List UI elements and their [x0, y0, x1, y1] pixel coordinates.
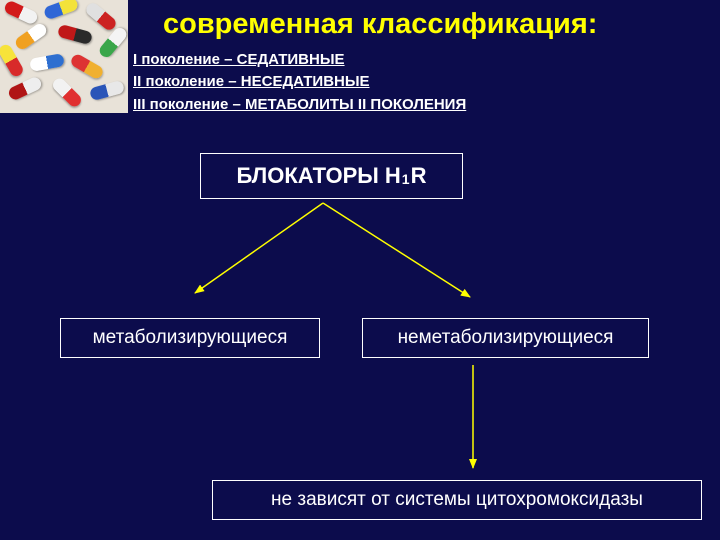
non-metabolizing-label: неметаболизирующиеся — [397, 327, 614, 348]
pills-photo — [0, 0, 128, 113]
metabolizing-box: метаболизирующиеся — [60, 318, 320, 358]
generation-2-label: II поколение – НЕСЕДАТИВНЫЕ — [133, 73, 370, 90]
generation-1-label: I поколение – СЕДАТИВНЫЕ — [133, 51, 345, 68]
h1-subscript: 1 — [401, 171, 410, 187]
cytochrome-independent-label: не зависят от системы цитохромоксидазы — [271, 489, 643, 510]
cytochrome-independent-box: не зависят от системы цитохромоксидазы — [212, 480, 702, 520]
non-metabolizing-box: неметаболизирующиеся — [362, 318, 649, 358]
slide-title: современная классификация: — [163, 8, 598, 40]
h1-blockers-label: БЛОКАТОРЫ H — [236, 163, 401, 188]
arrow-to-non-metabolizing — [322, 202, 471, 298]
generation-3-label: III поколение – МЕТАБОЛИТЫ II ПОКОЛЕНИЯ — [133, 96, 467, 113]
h1-receptor-suffix: R — [410, 163, 427, 188]
metabolizing-label: метаболизирующиеся — [92, 327, 288, 348]
arrow-to-metabolizing — [194, 202, 324, 294]
